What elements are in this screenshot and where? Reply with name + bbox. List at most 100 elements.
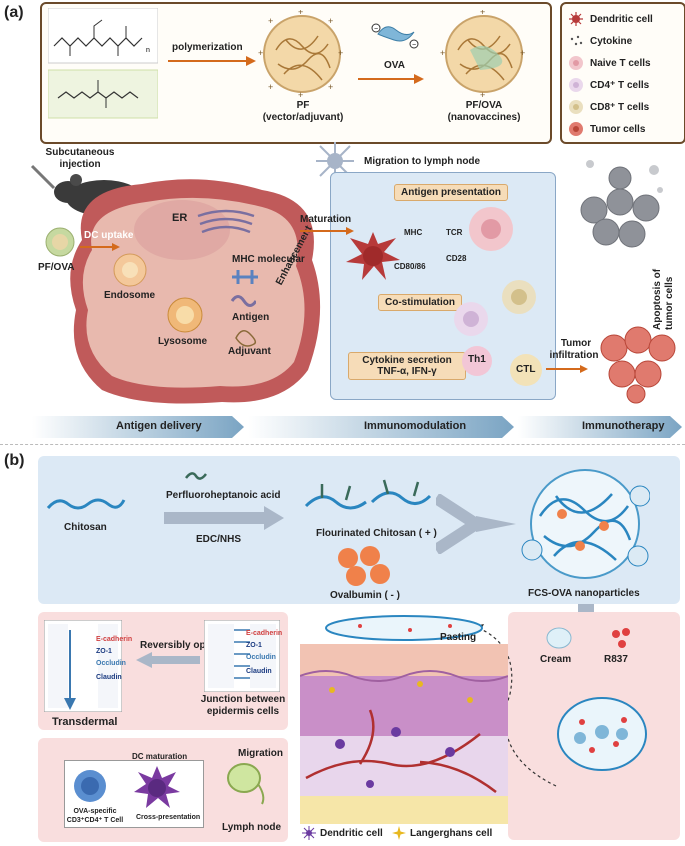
fluorinated-chitosan-label: Flourinated Chitosan ( + ) bbox=[316, 528, 437, 539]
antigen-icon bbox=[230, 295, 256, 307]
pfova-particle-icon bbox=[45, 227, 75, 257]
th1-cell bbox=[462, 346, 492, 376]
cd80-label: CD80/86 bbox=[394, 262, 426, 271]
transdermal-label: Transdermal bbox=[52, 716, 118, 728]
er-label: ER bbox=[172, 212, 188, 224]
r837-label: R837 bbox=[604, 654, 628, 665]
zo1-label-left: ZO-1 bbox=[96, 648, 112, 655]
legend-cytokine: Cytokine bbox=[568, 32, 632, 50]
cross-presentation-label: Cross-presentation bbox=[136, 814, 201, 821]
cd4-t-cell bbox=[454, 302, 488, 336]
tumor-cluster bbox=[600, 326, 676, 404]
legend-naive-t: Naive T cells bbox=[568, 54, 651, 72]
tumor-cell-icon bbox=[569, 122, 583, 136]
pfova-left-label: PF/OVA bbox=[38, 262, 75, 273]
legend-cd4: CD4⁺ T cells bbox=[568, 76, 649, 94]
apoptotic-tumor-cluster bbox=[580, 160, 663, 248]
svg-text:+: + bbox=[328, 82, 333, 92]
svg-text:+: + bbox=[268, 16, 273, 26]
t-cell-icon bbox=[74, 770, 106, 802]
dendritic-cell-icon bbox=[569, 12, 583, 26]
ecad-label-right: E-cadherin bbox=[246, 630, 283, 637]
er-organelle bbox=[197, 209, 255, 234]
naive-t-cell bbox=[469, 207, 513, 251]
mhc-molecular-label: MHC molecular bbox=[232, 254, 305, 265]
maturation-label: Maturation bbox=[300, 214, 352, 225]
lymph-node-dc-icon bbox=[316, 142, 354, 180]
pf-subtitle: (vector/adjuvant) bbox=[262, 112, 344, 123]
costimulation-label: Co-stimulation bbox=[378, 294, 462, 311]
ova-label: OVA bbox=[384, 60, 405, 71]
subcutaneous-label: Subcutaneous bbox=[45, 147, 115, 158]
legend-cd8: CD8⁺ T cells bbox=[568, 98, 649, 116]
band-immunomodulation: Immunomodulation bbox=[364, 420, 467, 432]
langerhans-cell-legend: Langerghans cell bbox=[410, 828, 493, 839]
edc-arrow bbox=[164, 506, 284, 530]
chitosan-chain bbox=[46, 498, 126, 510]
edc-label: EDC/NHS bbox=[196, 534, 242, 545]
occludin-label-right: Occludin bbox=[246, 654, 276, 661]
mature-dc-icon bbox=[346, 232, 400, 280]
ctl-cell bbox=[510, 354, 542, 386]
band-antigen-delivery: Antigen delivery bbox=[116, 420, 202, 432]
lymph-node-label: Lymph node bbox=[222, 822, 282, 833]
svg-text:−: − bbox=[374, 26, 378, 33]
legend-dendritic: Dendritic cell bbox=[568, 10, 653, 28]
svg-text:+: + bbox=[338, 48, 343, 58]
merge-arrow bbox=[436, 494, 516, 554]
svg-text:+: + bbox=[520, 48, 525, 58]
cd8-t-cell bbox=[502, 280, 536, 314]
cd4-t-cell-icon bbox=[569, 78, 583, 92]
tcr-label: TCR bbox=[446, 228, 463, 237]
ova-specific-label-2: CD3⁺CD4⁺ T Cell bbox=[66, 817, 124, 824]
mhc-molecule-icon bbox=[232, 270, 258, 284]
junction-label-2: epidermis cells bbox=[206, 706, 280, 717]
reversibly-open-arrow bbox=[136, 652, 200, 668]
chitosan-label: Chitosan bbox=[64, 522, 107, 533]
dendritic-cell-legend: Dendritic cell bbox=[320, 828, 383, 839]
cytokine-secretion-label: Cytokine secretion bbox=[362, 355, 452, 366]
band-immunotherapy: Immunotherapy bbox=[582, 420, 665, 432]
legend-tumor: Tumor cells bbox=[568, 120, 645, 138]
migration-label: Migration bbox=[238, 748, 283, 759]
svg-text:n: n bbox=[146, 47, 150, 54]
svg-text:+: + bbox=[440, 48, 445, 58]
pfova-title: PF/OVA bbox=[465, 100, 503, 111]
pfha-icon bbox=[185, 472, 207, 480]
claudin-label-right: Claudin bbox=[246, 668, 272, 675]
infiltration-arrow bbox=[546, 365, 588, 373]
ova-protein-icon: − − bbox=[371, 23, 419, 49]
pfha-label: Perfluoroheptanoic acid bbox=[166, 490, 281, 501]
svg-text:+: + bbox=[480, 90, 485, 98]
lymph-node-icon bbox=[227, 763, 265, 805]
mature-dc-inset-icon bbox=[134, 766, 180, 808]
svg-text:+: + bbox=[268, 82, 273, 92]
antigen-label: Antigen bbox=[232, 312, 270, 323]
claudin-label-left: Claudin bbox=[96, 674, 122, 681]
r837-icon bbox=[612, 628, 630, 648]
ovalbumin-label: Ovalbumin ( - ) bbox=[330, 590, 400, 601]
polymer-structures: n bbox=[48, 8, 158, 119]
tumor-label: Tumor bbox=[560, 338, 592, 349]
panel-b-label: (b) bbox=[4, 452, 25, 469]
pfova-nanoparticle: + + + + bbox=[440, 10, 525, 98]
ovalbumin-icon bbox=[338, 546, 390, 586]
workflow-arrow-band bbox=[32, 416, 682, 438]
fluorinated-chitosan-chain bbox=[304, 479, 432, 510]
transdermal-junction-diagram bbox=[44, 620, 122, 712]
panel-a-label: (a) bbox=[4, 4, 24, 21]
dendritic-cell-body bbox=[70, 179, 321, 404]
ecad-label-left: E-cadherin bbox=[96, 636, 133, 643]
cream-icon bbox=[546, 627, 572, 649]
adjuvant-icon bbox=[235, 330, 257, 347]
occludin-label-left: Occludin bbox=[96, 660, 126, 667]
lysosome-icon bbox=[167, 297, 203, 333]
svg-text:+: + bbox=[328, 16, 333, 26]
patch-droplet bbox=[557, 697, 647, 771]
pf-title: PF bbox=[296, 100, 310, 111]
pfova-subtitle: (nanovaccines) bbox=[447, 112, 521, 123]
cd8-t-cell-icon bbox=[569, 100, 583, 114]
zo1-label-right: ZO-1 bbox=[246, 642, 262, 649]
fcs-ova-nanoparticle bbox=[521, 469, 650, 579]
svg-text:+: + bbox=[480, 10, 485, 17]
